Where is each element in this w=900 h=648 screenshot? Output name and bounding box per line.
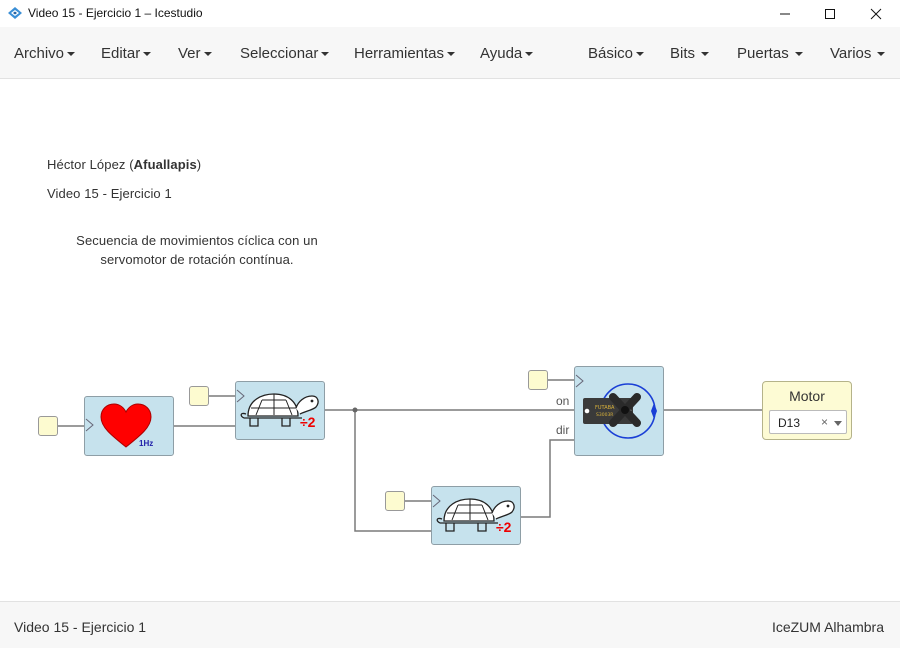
menu-puertas-label: Puertas <box>737 45 789 62</box>
menu-varios-label: Varios <box>830 45 872 62</box>
caret-down-icon <box>203 52 212 57</box>
subtitle-note[interactable]: Video 15 - Ejercicio 1 <box>47 186 172 201</box>
menu-bits-label: Bits <box>670 45 696 62</box>
servo-motor-icon: FUTABA S3003R <box>575 374 657 439</box>
maximize-button[interactable] <box>807 0 853 27</box>
menu-seleccionar-label: Seleccionar <box>240 45 319 62</box>
clear-icon[interactable]: × <box>821 415 829 429</box>
caret-down-icon <box>877 52 886 57</box>
breadcrumb-project[interactable]: Video 15 - Ejercicio 1 <box>14 619 147 635</box>
menu-basico[interactable]: Básico <box>588 45 645 62</box>
menu-ayuda[interactable]: Ayuda <box>480 45 534 62</box>
description-note[interactable]: Secuencia de movimientos cíclica con un … <box>62 231 332 269</box>
menu-ayuda-label: Ayuda <box>480 45 523 62</box>
maximize-icon <box>825 8 835 19</box>
caret-down-icon <box>701 52 710 57</box>
caret-down-icon <box>636 52 645 57</box>
menu-bits[interactable]: Bits <box>670 45 710 62</box>
wire-divider-servo-dir <box>521 439 574 518</box>
wire-branch-down <box>354 410 431 532</box>
description-line: Secuencia de movimientos cíclica con un <box>76 233 318 248</box>
caret-down-icon <box>67 52 76 57</box>
caret-down-icon <box>321 52 330 57</box>
wire-junction <box>352 407 358 413</box>
minimize-icon <box>780 13 790 14</box>
divider-ratio: ÷2 <box>300 414 316 430</box>
menu-ver-label: Ver <box>178 45 201 62</box>
menu-editar[interactable]: Editar <box>101 45 152 62</box>
author-nickname: Afuallapis <box>133 157 197 172</box>
menu-varios[interactable]: Varios <box>830 45 886 62</box>
menu-basico-label: Básico <box>588 45 634 62</box>
minimize-button[interactable] <box>762 0 808 27</box>
svg-text:FUTABA: FUTABA <box>595 405 615 411</box>
motor-output-block[interactable]: Motor D13 × <box>762 381 852 440</box>
divider-block[interactable]: ÷2 <box>431 486 521 545</box>
menu-seleccionar[interactable]: Seleccionar <box>240 45 330 62</box>
heart-icon <box>85 403 152 448</box>
servo-dir-label: dir <box>556 423 570 437</box>
turtle-icon <box>236 389 319 427</box>
wires-layer <box>58 379 762 532</box>
author-name: Héctor López ( <box>47 157 134 172</box>
status-bar: Video 15 - Ejercicio 1 IceZUM Alhambra <box>0 601 900 648</box>
caret-down-icon <box>143 52 152 57</box>
menu-herramientas[interactable]: Herramientas <box>354 45 456 62</box>
design-canvas[interactable]: Héctor López (Afuallapis) Video 15 - Eje… <box>0 79 900 601</box>
servo-block[interactable]: FUTABA S3003R <box>574 366 664 456</box>
constant-block[interactable] <box>38 416 58 436</box>
title-bar: Video 15 - Ejercicio 1 – Icestudio <box>0 0 900 27</box>
menu-editar-label: Editar <box>101 45 141 62</box>
menu-archivo-label: Archivo <box>14 45 65 62</box>
caret-down-icon <box>794 52 803 57</box>
author-suffix: ) <box>196 157 202 172</box>
heartbeat-frequency: 1Hz <box>139 439 154 448</box>
board-name: IceZUM Alhambra <box>771 619 884 635</box>
menu-archivo[interactable]: Archivo <box>14 45 76 62</box>
author-note[interactable]: Héctor López (Afuallapis) <box>47 157 201 172</box>
dropdown-arrow-icon[interactable] <box>834 421 842 426</box>
servo-on-label: on <box>556 394 570 408</box>
svg-text:S3003R: S3003R <box>596 412 613 418</box>
constant-block[interactable] <box>385 491 405 511</box>
description-line: servomotor de rotación contínua. <box>100 252 294 267</box>
icestudio-logo-icon <box>8 7 22 19</box>
pin-value: D13 <box>778 416 801 430</box>
menu-puertas[interactable]: Puertas <box>737 45 803 62</box>
window-title: Video 15 - Ejercicio 1 – Icestudio <box>28 6 203 20</box>
constant-block[interactable] <box>528 370 548 390</box>
output-label: Motor <box>789 388 825 404</box>
menu-ver[interactable]: Ver <box>178 45 212 62</box>
pin-select[interactable]: D13 × <box>769 410 847 434</box>
heartbeat-block[interactable]: 1Hz <box>84 396 174 456</box>
caret-down-icon <box>447 52 456 57</box>
divider-ratio: ÷2 <box>496 519 512 535</box>
menu-bar: Archivo Editar Ver Seleccionar Herramien… <box>0 27 900 79</box>
menu-herramientas-label: Herramientas <box>354 45 445 62</box>
divider-block[interactable]: ÷2 <box>235 381 325 440</box>
constant-block[interactable] <box>189 386 209 406</box>
close-button[interactable] <box>853 0 899 27</box>
turtle-icon <box>432 494 515 532</box>
close-icon <box>870 8 882 19</box>
caret-down-icon <box>525 52 534 57</box>
